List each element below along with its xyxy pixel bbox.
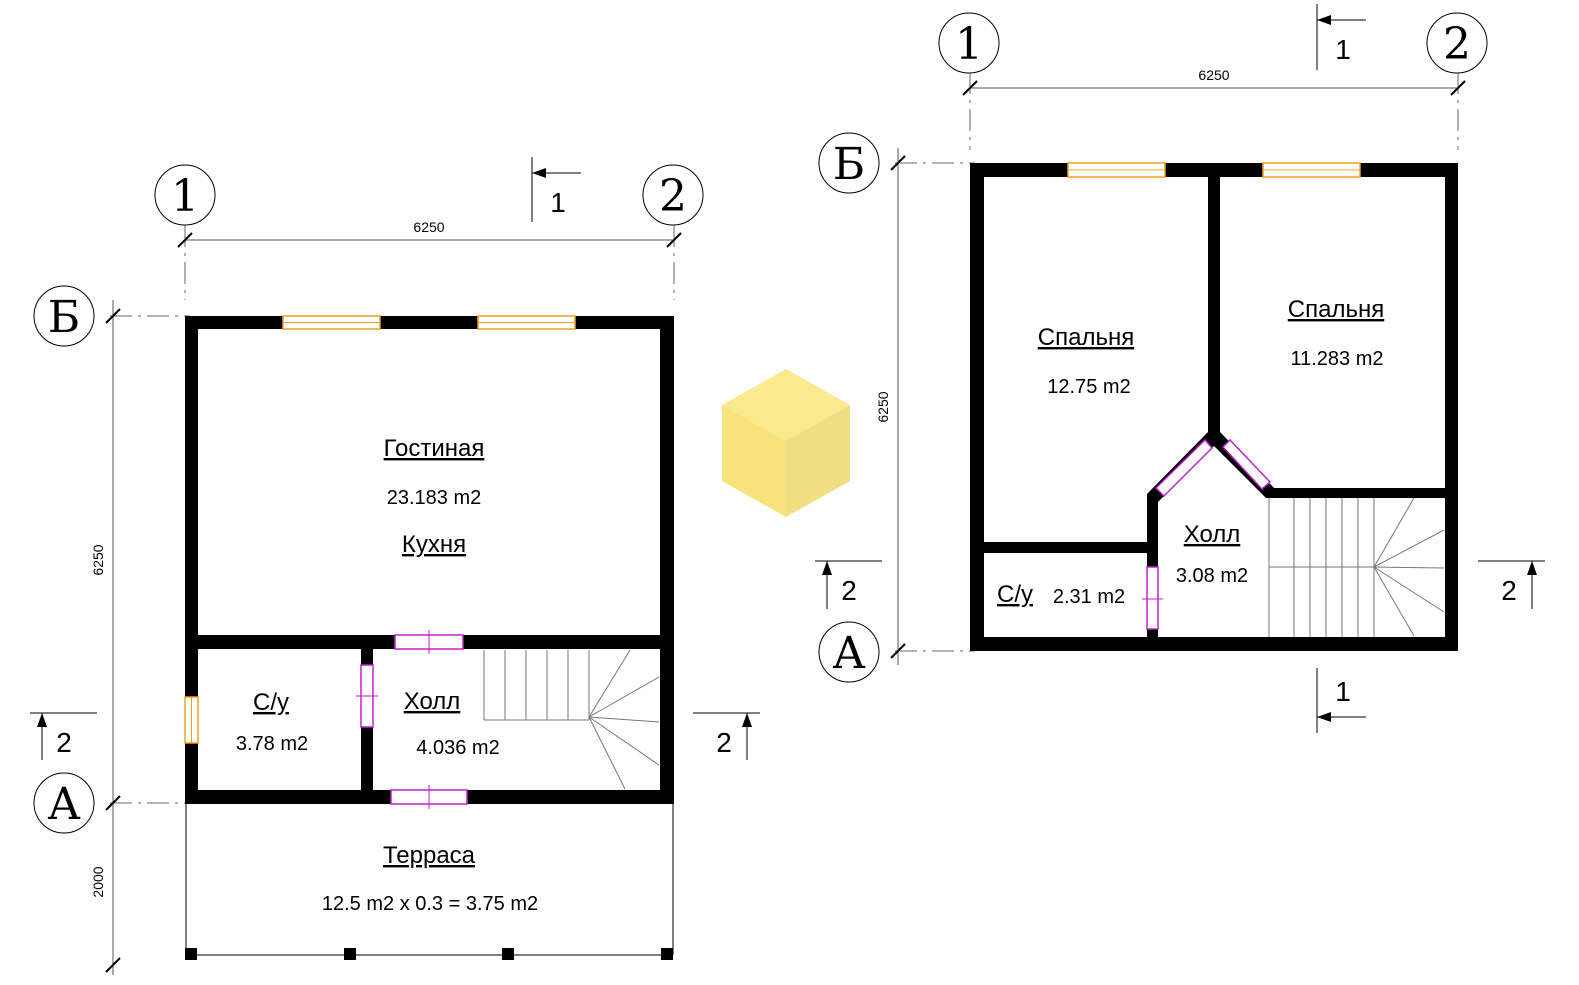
terrace-area: 12.5 m2 x 0.3 = 3.75 m2 bbox=[322, 893, 538, 915]
upper-wc-area: 2.31 m2 bbox=[1053, 586, 1125, 608]
section-marker-2-left: 2 bbox=[30, 712, 97, 760]
grid-axis-b: Б bbox=[33, 285, 95, 347]
upper-hall-area: 3.08 m2 bbox=[1176, 565, 1248, 587]
bedroom-1-name: Спальня bbox=[1038, 324, 1134, 351]
terrace bbox=[185, 803, 674, 960]
exterior-walls bbox=[185, 316, 674, 804]
svg-text:1: 1 bbox=[1335, 676, 1351, 707]
bedroom-1-area: 12.75 m2 bbox=[1047, 376, 1130, 398]
grid-axis-2: 2 bbox=[642, 164, 704, 226]
staircase bbox=[483, 649, 660, 790]
section-marker-1: 1 bbox=[531, 157, 581, 222]
svg-text:А: А bbox=[832, 628, 865, 679]
svg-text:Б: Б bbox=[833, 139, 865, 190]
upper-wc-name: С/у bbox=[997, 581, 1033, 608]
svg-text:1: 1 bbox=[171, 171, 199, 222]
ground-floor-plan: 6250 6250 2000 1 2 Б А 1 bbox=[30, 157, 760, 975]
svg-text:2: 2 bbox=[1501, 575, 1517, 606]
upper-door-bedroom-1 bbox=[1154, 438, 1214, 498]
svg-text:А: А bbox=[47, 779, 80, 830]
upper-section-marker-1-top: 1 bbox=[1316, 4, 1366, 70]
depth-dimension: 6250 bbox=[90, 544, 106, 575]
upper-grid-axis-1: 1 bbox=[938, 12, 1000, 74]
upper-hall-name: Холл bbox=[1184, 521, 1241, 548]
svg-text:1: 1 bbox=[1335, 34, 1351, 65]
svg-text:2: 2 bbox=[841, 575, 857, 606]
svg-text:2: 2 bbox=[716, 727, 732, 758]
upper-staircase bbox=[1268, 497, 1445, 637]
svg-text:1: 1 bbox=[955, 19, 983, 70]
svg-text:2: 2 bbox=[56, 727, 72, 758]
svg-text:2: 2 bbox=[1443, 19, 1471, 70]
upper-section-marker-1-bottom: 1 bbox=[1316, 668, 1366, 733]
wc-name: С/у bbox=[253, 689, 289, 716]
svg-text:1: 1 bbox=[550, 187, 566, 218]
svg-text:Б: Б bbox=[48, 292, 80, 343]
upper-width-dimension: 6250 bbox=[1198, 67, 1229, 83]
kitchen-name: Кухня bbox=[402, 531, 466, 558]
upper-section-marker-2-left: 2 bbox=[815, 560, 882, 609]
svg-text:2: 2 bbox=[659, 171, 687, 222]
bedroom-2-name: Спальня bbox=[1288, 296, 1384, 323]
terrace-name: Терраса bbox=[383, 842, 476, 869]
upper-depth-dimension: 6250 bbox=[875, 391, 891, 422]
upper-door-bedroom-2 bbox=[1221, 438, 1272, 491]
section-marker-2-right: 2 bbox=[693, 712, 760, 760]
upper-grid-axis-a: А bbox=[818, 621, 880, 683]
hall-name: Холл bbox=[404, 688, 461, 715]
upper-grid-axis-b: Б bbox=[818, 132, 880, 194]
upper-section-marker-2-right: 2 bbox=[1478, 560, 1545, 609]
upper-grid-axis-2: 2 bbox=[1426, 12, 1488, 74]
hall-area: 4.036 m2 bbox=[416, 737, 499, 759]
upper-floor-plan: 6250 6250 1 2 Б А 1 bbox=[815, 4, 1545, 733]
grid-axis-a: А bbox=[33, 772, 95, 834]
living-room-name: Гостиная bbox=[384, 435, 485, 462]
wc-area: 3.78 m2 bbox=[236, 733, 308, 755]
width-dimension: 6250 bbox=[413, 219, 444, 235]
upper-door-wc bbox=[1146, 566, 1159, 630]
living-room-area: 23.183 m2 bbox=[387, 487, 482, 509]
bedroom-2-area: 11.283 m2 bbox=[1290, 348, 1383, 370]
yellow-cube-logo-icon bbox=[722, 369, 850, 517]
grid-axis-1: 1 bbox=[154, 164, 216, 226]
terrace-depth-dimension: 2000 bbox=[90, 866, 106, 897]
